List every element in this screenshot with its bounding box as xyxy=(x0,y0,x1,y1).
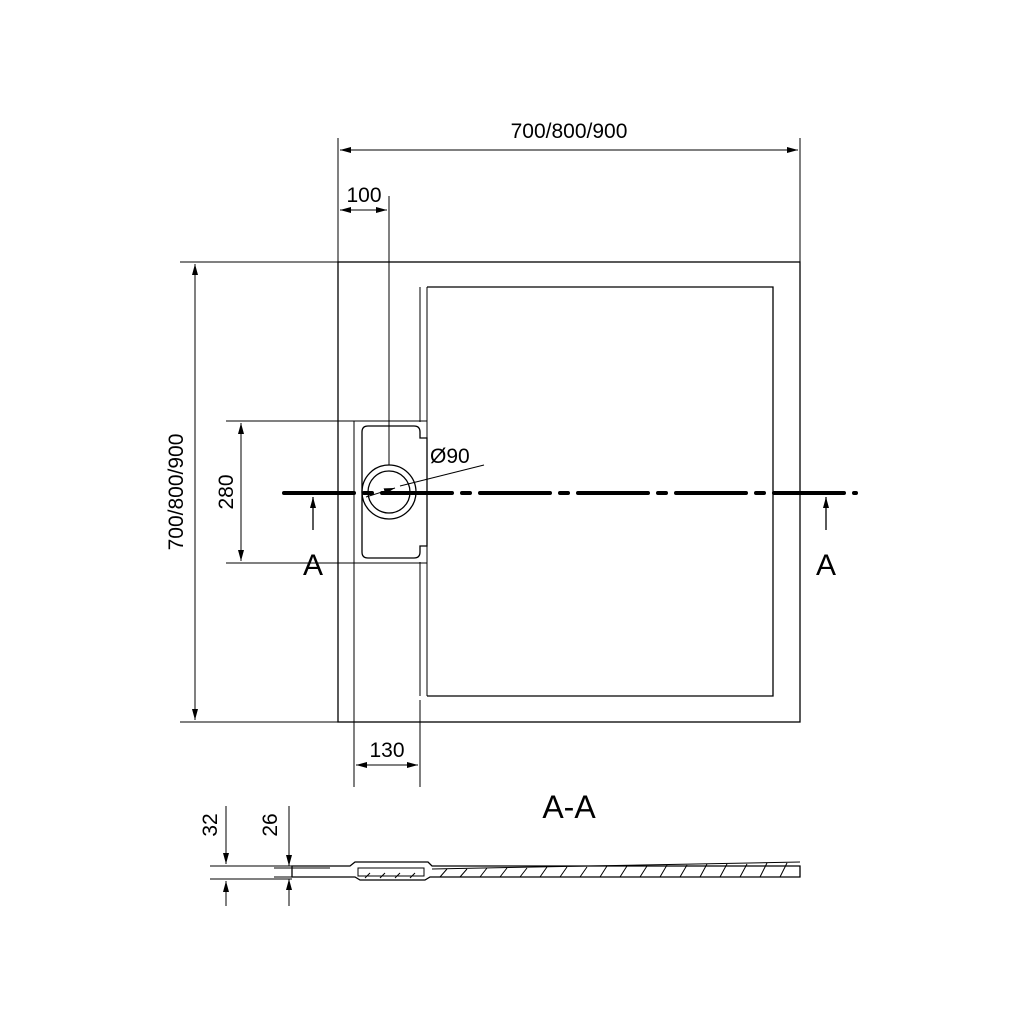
overall-width-label: 700/800/900 xyxy=(511,120,628,143)
dimension-drain-offset: 100 xyxy=(340,184,390,465)
drain-zone-width-label: 130 xyxy=(369,739,404,762)
dimension-section-total: 32 xyxy=(199,806,292,906)
section-total-label: 32 xyxy=(199,813,222,836)
plan-view: A A xyxy=(282,261,858,723)
dimension-drain-diameter: Ø90 xyxy=(365,445,485,498)
drain-offset-label: 100 xyxy=(346,184,381,207)
section-drain-body xyxy=(357,867,425,877)
section-tray-label: 26 xyxy=(259,813,282,836)
dimension-drain-zone-width: 130 xyxy=(353,563,421,787)
section-hatching xyxy=(364,862,788,879)
dimension-section-tray: 26 xyxy=(259,806,330,906)
section-view-title: A-A xyxy=(542,789,596,825)
drain-diameter-label: Ø90 xyxy=(430,445,470,468)
dimension-overall-width: 700/800/900 xyxy=(337,120,801,262)
drain-zone-height-label: 280 xyxy=(215,474,238,509)
section-mark-left: A xyxy=(303,549,323,582)
section-profile xyxy=(291,861,801,881)
section-view xyxy=(291,861,801,881)
dimension-overall-height: 700/800/900 xyxy=(165,261,338,723)
section-top-slope xyxy=(431,861,801,870)
drain-channel xyxy=(361,425,428,559)
dimension-drain-zone-height: 280 xyxy=(215,420,354,564)
section-mark-right: A xyxy=(816,549,836,582)
overall-height-label: 700/800/900 xyxy=(165,434,188,551)
tray-slope-edges xyxy=(419,287,428,696)
